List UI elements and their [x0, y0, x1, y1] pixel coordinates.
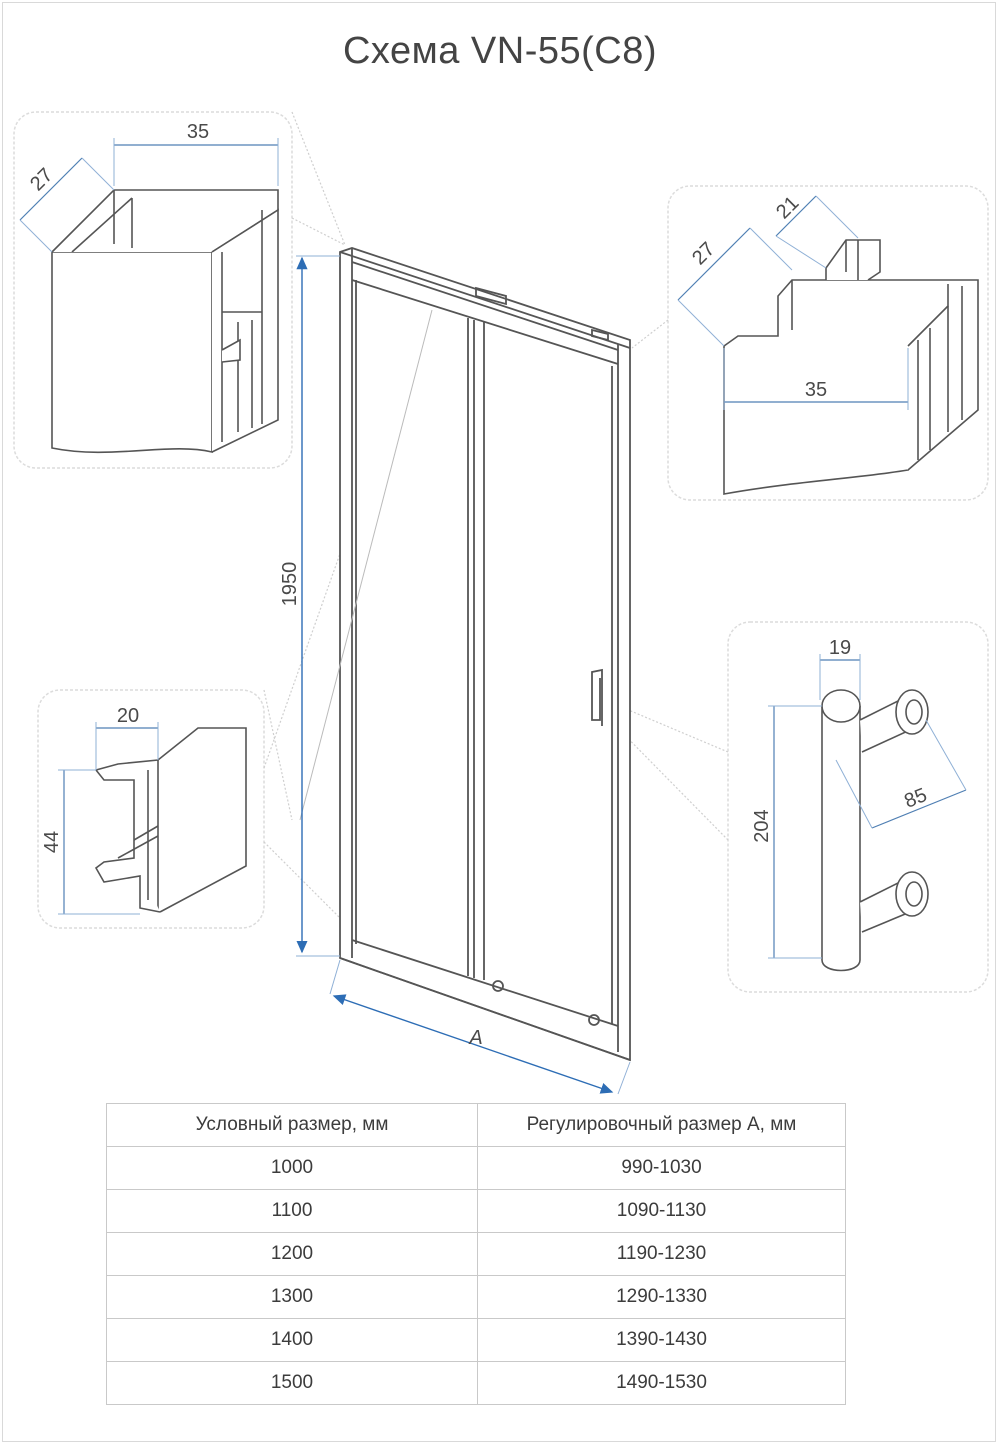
table-cell: 1090-1130 — [477, 1189, 846, 1233]
table-cell: 1390-1430 — [477, 1318, 846, 1362]
dim-door-width: A — [468, 1027, 482, 1049]
dim-left-profile-height: 44 — [41, 831, 63, 853]
table-cell: 1400 — [106, 1318, 478, 1362]
table-cell: 1200 — [106, 1232, 478, 1276]
table-cell: 1490-1530 — [477, 1361, 846, 1405]
left-profile-dimensions: 20 44 — [41, 705, 159, 915]
door-dimensions: 1950 A — [279, 255, 631, 1095]
table-cell: 1290-1330 — [477, 1275, 846, 1319]
table-cell: 1000 — [106, 1146, 478, 1190]
left-profile — [94, 727, 247, 913]
dim-left-profile-width: 20 — [117, 705, 139, 727]
dim-top-right-inner: 21 — [772, 192, 803, 223]
dim-door-height: 1950 — [279, 562, 301, 607]
table-cell: 1500 — [106, 1361, 478, 1405]
table-cell: 1300 — [106, 1275, 478, 1319]
table-cell: 990-1030 — [477, 1146, 846, 1190]
dim-top-left-depth: 27 — [26, 164, 57, 195]
handle-dimensions: 19 204 85 — [751, 637, 967, 959]
table-cell: 1190-1230 — [477, 1232, 846, 1276]
table-header-adjustment: Регулировочный размер А, мм — [477, 1103, 846, 1147]
callout-top-left — [13, 111, 293, 469]
table-header-nominal: Условный размер, мм — [106, 1103, 478, 1147]
dim-top-left-width: 35 — [187, 121, 209, 143]
dim-handle-offset: 85 — [901, 784, 930, 813]
callout-panels — [13, 111, 989, 993]
top-left-profile — [51, 189, 279, 454]
callout-handle — [727, 621, 989, 993]
dim-handle-diameter: 19 — [829, 637, 851, 659]
size-table: Условный размер, мм Регулировочный разме… — [106, 1103, 846, 1405]
handle-detail — [821, 689, 929, 972]
dim-handle-length: 204 — [751, 809, 773, 842]
table-cell: 1100 — [106, 1189, 478, 1233]
door-assembly — [299, 247, 631, 1062]
page-title: Схема VN-55(C8) — [342, 30, 658, 72]
top-right-profile — [723, 239, 979, 495]
dim-top-right-width: 35 — [805, 379, 827, 401]
callout-top-right — [667, 185, 989, 501]
dim-top-right-depth: 27 — [688, 238, 719, 269]
callout-left-profile — [37, 689, 265, 929]
table-header-row: Условный размер, мм Регулировочный разме… — [106, 1103, 846, 1147]
